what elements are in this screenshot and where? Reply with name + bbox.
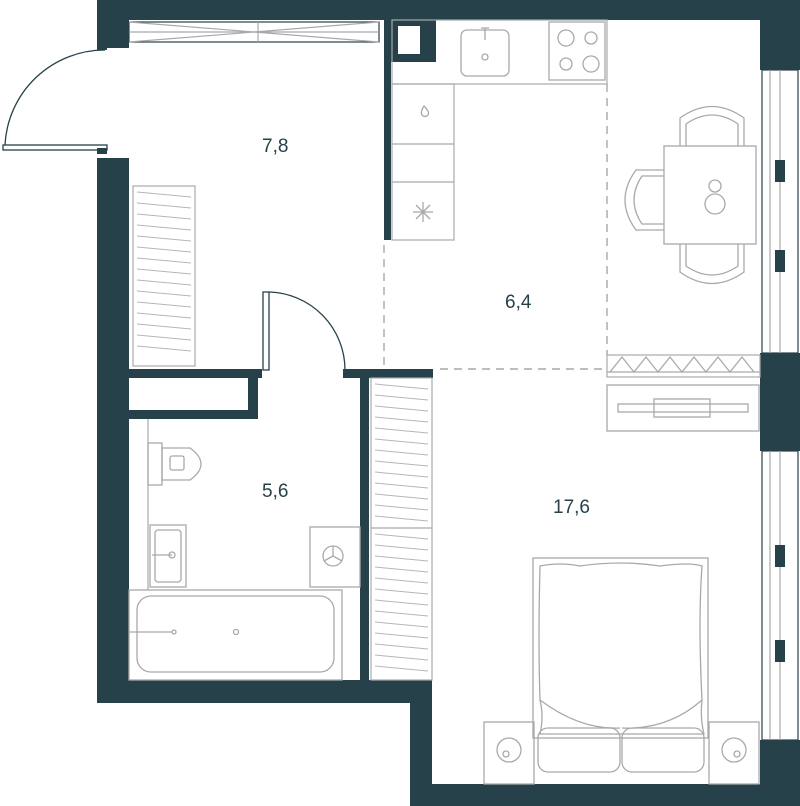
hatch-line — [374, 471, 429, 478]
bathroom-door — [262, 291, 346, 371]
wall-closet-bottom — [129, 410, 258, 419]
hatch-line — [374, 577, 429, 584]
chair-top — [679, 105, 745, 146]
hatch-line — [136, 191, 192, 198]
double-bed-icon — [483, 557, 760, 785]
wall-right-pier — [760, 353, 800, 451]
wall-bath-right — [360, 369, 369, 689]
chair-bottom — [679, 244, 745, 285]
washing-machine-icon — [309, 526, 361, 588]
hatch-line — [374, 438, 429, 445]
water-drop-icon — [420, 104, 430, 118]
hatch-line — [374, 515, 429, 522]
bathroom-area-label: 5,6 — [262, 481, 288, 502]
hatch-line — [374, 533, 429, 540]
hall-area-label: 7,8 — [262, 136, 288, 157]
hatch-line — [136, 290, 192, 297]
hatch-line — [136, 301, 192, 308]
stove-icon — [548, 21, 606, 81]
hatch-line — [374, 632, 429, 639]
hatch-line — [136, 323, 192, 330]
wall-bottom — [410, 784, 800, 806]
closet-interior — [134, 380, 244, 408]
hatch-line — [374, 643, 429, 650]
hatch-line — [136, 224, 192, 231]
kitchen-sink-icon — [460, 27, 510, 77]
living-area-label: 17,6 — [553, 497, 590, 518]
washbasin-icon — [149, 524, 187, 588]
wall-right-top-corner — [760, 0, 800, 70]
hatch-line — [374, 449, 429, 456]
hatch-line — [374, 383, 429, 390]
freezer-icon — [413, 202, 433, 222]
wall-bath-top-right — [343, 369, 433, 378]
hatch-line — [374, 544, 429, 551]
radiator — [606, 354, 761, 378]
hatch-line — [374, 610, 429, 617]
hatch-line — [136, 334, 192, 341]
hatch-line — [374, 482, 429, 489]
wall-bottom-step — [410, 680, 432, 806]
tv-unit — [606, 384, 760, 432]
walls — [97, 0, 800, 806]
hatch-line — [374, 621, 429, 628]
hatch-line — [374, 599, 429, 606]
hatch-line — [374, 394, 429, 401]
hatch-line — [374, 427, 429, 434]
living-wardrobe — [370, 377, 433, 681]
windows — [128, 21, 799, 741]
wall-left — [97, 158, 129, 703]
hatch-line — [374, 504, 429, 511]
hatch-line — [136, 312, 192, 319]
bathroom-fixtures — [128, 419, 361, 681]
hatch-line — [136, 213, 192, 220]
dining-set — [624, 105, 757, 285]
hatch-line — [374, 493, 429, 500]
hatch-line — [374, 405, 429, 412]
hatch-line — [136, 257, 192, 264]
wall-bath-top — [129, 369, 262, 378]
wall-bottom-left — [97, 680, 432, 703]
wall-kitchen-left — [384, 20, 391, 240]
wall-top — [97, 0, 800, 20]
hatch-line — [136, 235, 192, 242]
wall-right-bottom-corner — [760, 740, 800, 806]
wall-closet-box — [248, 369, 258, 419]
hatch-line — [374, 555, 429, 562]
hatch-line — [374, 416, 429, 423]
hatch-line — [136, 246, 192, 253]
nightstand-left — [483, 721, 535, 785]
hatch-line — [374, 654, 429, 661]
entrance-door — [2, 44, 108, 154]
hall-wardrobe — [132, 185, 196, 367]
nightstand-right — [708, 721, 760, 785]
chair-left — [624, 169, 664, 231]
dining-table — [663, 145, 757, 245]
hatch-line — [374, 566, 429, 573]
hatch-line — [136, 268, 192, 275]
shaft-interior — [398, 26, 420, 54]
hatch-line — [136, 202, 192, 209]
wall-top-left-stub — [97, 0, 129, 48]
hatch-line — [374, 665, 429, 672]
toilet-icon — [147, 442, 202, 486]
hatch-line — [374, 588, 429, 595]
kitchen-counter — [391, 19, 608, 241]
hatch-line — [136, 279, 192, 286]
hatch-line — [374, 460, 429, 467]
kitchen-area-label: 6,4 — [505, 292, 532, 313]
bathtub-icon — [128, 589, 343, 681]
hatch-line — [136, 345, 192, 352]
